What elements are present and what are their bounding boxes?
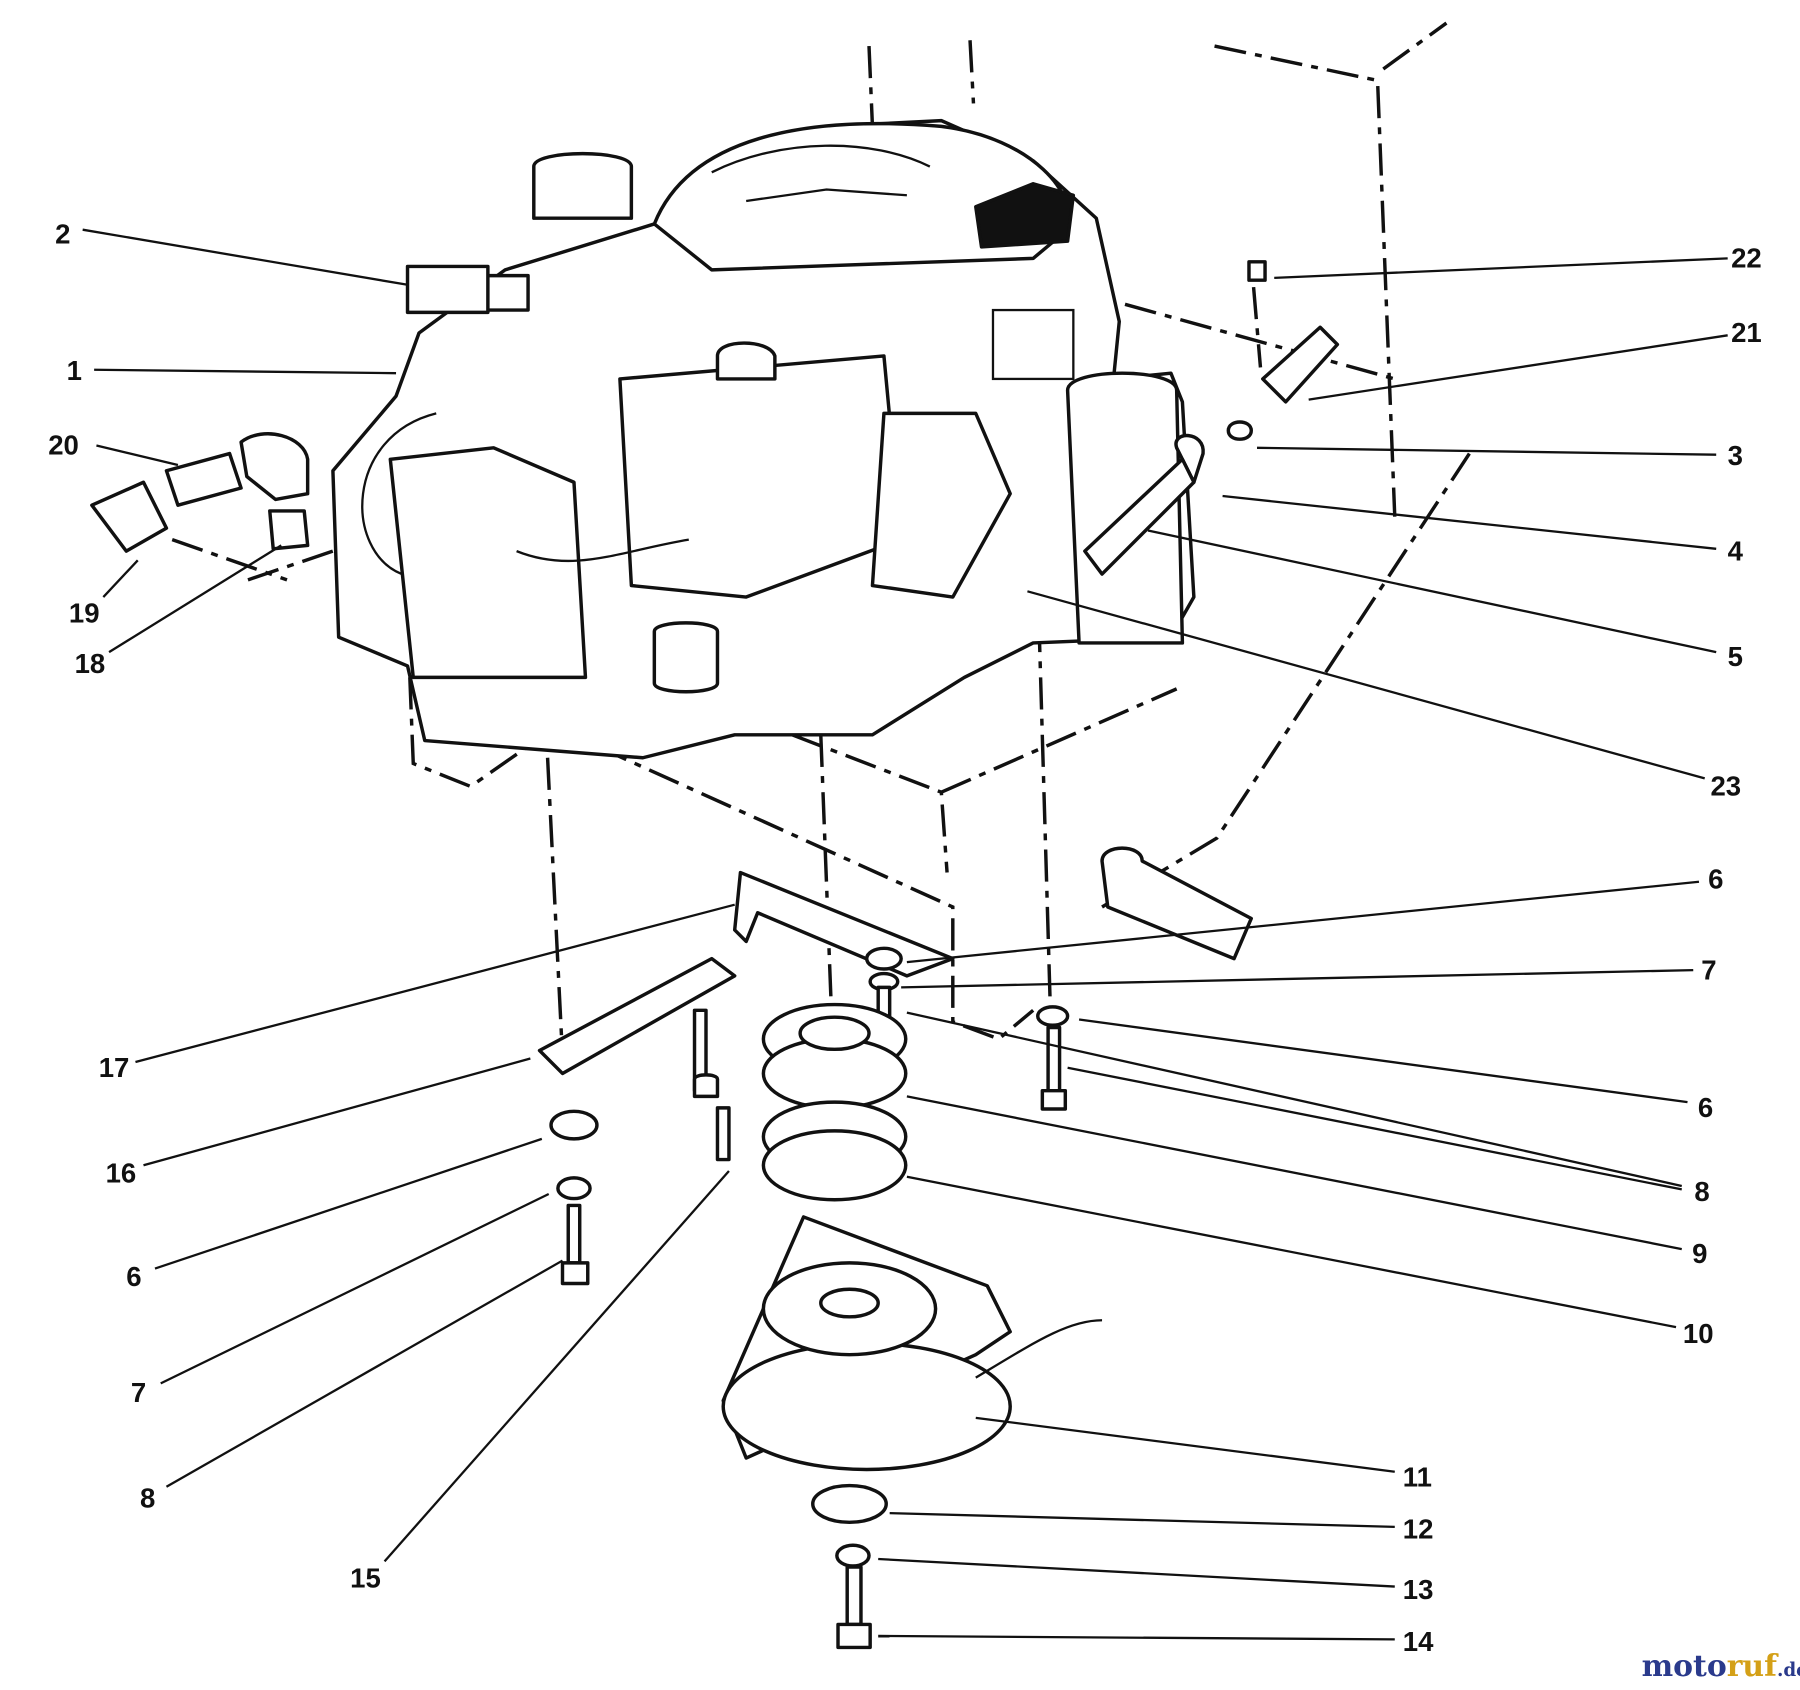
callout-16: 16 [106,1157,137,1188]
callout-14: 14 [1403,1626,1434,1657]
engine [331,118,1196,760]
callout-21: 21 [1731,317,1762,348]
pulleys-and-clutch [721,1002,1103,1650]
callout-10: 10 [1683,1318,1714,1349]
callout-6-top: 6 [1708,864,1723,895]
callout-5: 5 [1728,641,1743,672]
callout-12: 12 [1403,1513,1434,1544]
callout-19: 19 [69,597,100,628]
callout-20: 20 [48,430,79,461]
callout-13: 13 [1403,1574,1434,1605]
watermark-logo: motoruf.de [1642,1649,1800,1684]
callout-4: 4 [1728,535,1744,566]
callout-8-left: 8 [140,1482,155,1513]
callout-6-right: 6 [1698,1092,1713,1123]
callout-22: 22 [1731,243,1762,274]
chassis-outline [171,21,1471,1057]
callout-7-left: 7 [131,1377,146,1408]
callout-15: 15 [350,1563,381,1594]
callout-labels: 2 1 20 19 18 22 21 3 4 5 23 6 7 6 8 9 10… [48,218,1762,1656]
callout-7-right: 7 [1701,954,1716,985]
callout-2: 2 [55,218,70,249]
callout-8-right: 8 [1694,1176,1709,1207]
callout-23: 23 [1710,771,1741,802]
callout-11: 11 [1403,1462,1432,1493]
callout-9: 9 [1692,1238,1707,1269]
callout-6-left: 6 [126,1261,141,1292]
callout-1: 1 [67,355,82,386]
callout-3: 3 [1728,440,1743,471]
callout-17: 17 [99,1052,130,1083]
leader-lines [82,228,1728,1641]
callout-18: 18 [75,648,106,679]
